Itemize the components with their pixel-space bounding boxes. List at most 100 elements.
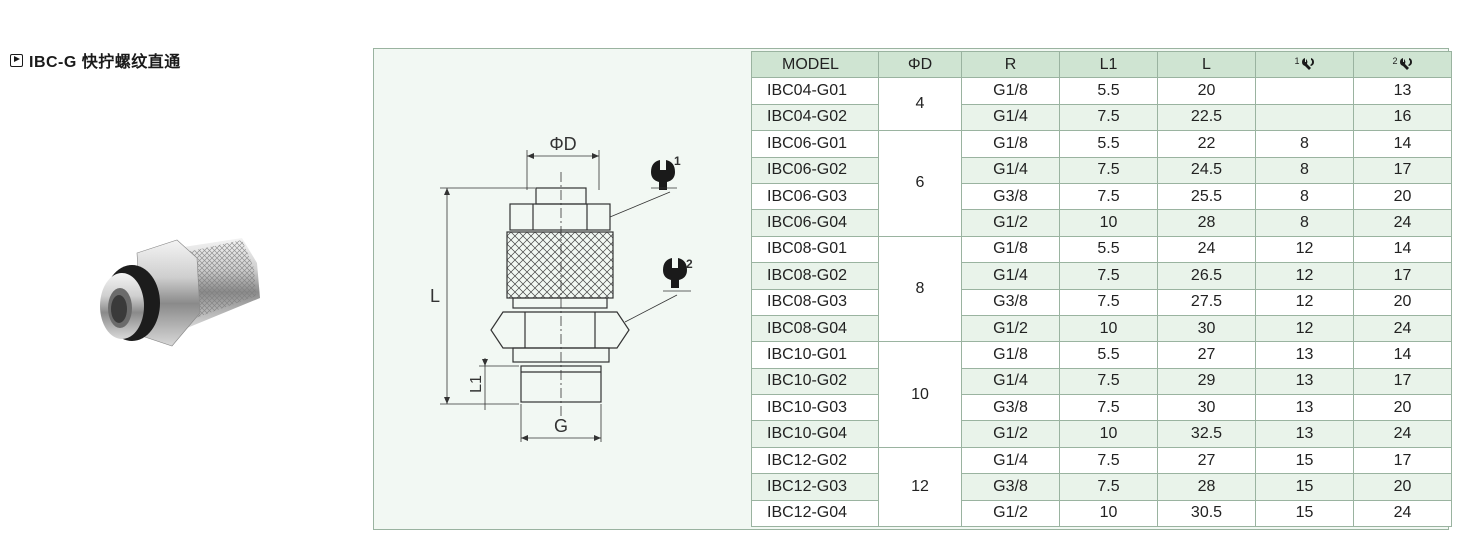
section-title-text: IBC-G 快拧螺纹直通 bbox=[29, 54, 181, 71]
cell-wrench-1: 15 bbox=[1255, 446, 1354, 475]
cell-wrench-1: 15 bbox=[1255, 499, 1354, 528]
cell-l1: 10 bbox=[1059, 314, 1158, 343]
cell-wrench-1: 8 bbox=[1255, 209, 1354, 237]
cell-wrench-1: 13 bbox=[1255, 341, 1354, 369]
cell-model: IBC06-G03 bbox=[751, 182, 879, 211]
table-header-row: MODEL ΦD R L1 L 1 2 bbox=[751, 50, 1452, 79]
cell-r: G1/8 bbox=[961, 130, 1060, 158]
cell-wrench-2: 20 bbox=[1353, 288, 1452, 316]
cell-l: 32.5 bbox=[1157, 420, 1256, 448]
header-model: MODEL bbox=[751, 50, 879, 79]
cell-wrench-2: 24 bbox=[1353, 499, 1452, 528]
cell-l: 20 bbox=[1157, 77, 1256, 105]
cell-l: 24.5 bbox=[1157, 156, 1256, 184]
cell-r: G1/8 bbox=[961, 341, 1060, 369]
cell-model: IBC04-G01 bbox=[751, 77, 879, 105]
cell-wrench-1: 12 bbox=[1255, 314, 1354, 343]
wrench-icon-1 bbox=[651, 160, 677, 190]
cell-l1: 5.5 bbox=[1059, 130, 1158, 158]
cell-r: G1/2 bbox=[961, 209, 1060, 237]
cell-l: 30 bbox=[1157, 394, 1256, 422]
cell-model: IBC12-G04 bbox=[751, 499, 879, 528]
dim-l: L bbox=[430, 286, 440, 306]
cell-phi-d: 10 bbox=[878, 341, 962, 448]
cell-l1: 7.5 bbox=[1059, 473, 1158, 501]
cell-wrench-1: 12 bbox=[1255, 235, 1354, 264]
cell-wrench-2: 17 bbox=[1353, 262, 1452, 290]
header-r: R bbox=[961, 50, 1060, 79]
dim-l1: L1 bbox=[468, 375, 485, 393]
cell-model: IBC04-G02 bbox=[751, 103, 879, 132]
cell-wrench-2: 14 bbox=[1353, 130, 1452, 158]
cell-phi-d: 8 bbox=[878, 235, 962, 343]
cell-wrench-1 bbox=[1255, 77, 1354, 105]
cell-wrench-2: 20 bbox=[1353, 473, 1452, 501]
cell-r: G1/4 bbox=[961, 262, 1060, 290]
cell-l: 26.5 bbox=[1157, 262, 1256, 290]
cell-model: IBC08-G02 bbox=[751, 262, 879, 290]
cell-phi-d: 6 bbox=[878, 130, 962, 237]
cell-l1: 7.5 bbox=[1059, 288, 1158, 316]
cell-model: IBC08-G01 bbox=[751, 235, 879, 264]
cell-phi-d: 12 bbox=[878, 446, 962, 528]
cell-wrench-2: 17 bbox=[1353, 446, 1452, 475]
cell-l: 24 bbox=[1157, 235, 1256, 264]
cell-wrench-2: 17 bbox=[1353, 156, 1452, 184]
cell-l1: 7.5 bbox=[1059, 367, 1158, 396]
cell-wrench-1: 8 bbox=[1255, 182, 1354, 211]
cell-l1: 10 bbox=[1059, 499, 1158, 528]
cell-r: G1/4 bbox=[961, 103, 1060, 132]
cell-l: 29 bbox=[1157, 367, 1256, 396]
cell-r: G1/4 bbox=[961, 367, 1060, 396]
cell-r: G3/8 bbox=[961, 182, 1060, 211]
technical-drawing: ΦD L L1 G 1 2 bbox=[430, 134, 693, 442]
cell-l1: 10 bbox=[1059, 420, 1158, 448]
cell-wrench-1 bbox=[1255, 103, 1354, 132]
wrench-icon bbox=[1301, 58, 1314, 71]
cell-model: IBC08-G04 bbox=[751, 314, 879, 343]
cell-model: IBC12-G03 bbox=[751, 473, 879, 501]
cell-l1: 7.5 bbox=[1059, 182, 1158, 211]
cell-model: IBC12-G02 bbox=[751, 446, 879, 475]
cell-l1: 7.5 bbox=[1059, 394, 1158, 422]
cell-l1: 7.5 bbox=[1059, 103, 1158, 132]
cell-wrench-1: 8 bbox=[1255, 156, 1354, 184]
cell-l1: 7.5 bbox=[1059, 156, 1158, 184]
wrench-label-1: 1 bbox=[674, 154, 681, 168]
cell-l: 27 bbox=[1157, 341, 1256, 369]
cell-wrench-1: 12 bbox=[1255, 288, 1354, 316]
header-wrench-1-sup: 1 bbox=[1294, 55, 1300, 66]
cell-r: G1/2 bbox=[961, 420, 1060, 448]
cell-wrench-1: 13 bbox=[1255, 394, 1354, 422]
cell-model: IBC10-G02 bbox=[751, 367, 879, 396]
play-icon bbox=[10, 53, 23, 67]
cell-l: 27.5 bbox=[1157, 288, 1256, 316]
cell-model: IBC06-G04 bbox=[751, 209, 879, 237]
cell-r: G1/8 bbox=[961, 235, 1060, 264]
cell-r: G1/4 bbox=[961, 156, 1060, 184]
cell-wrench-2: 13 bbox=[1353, 77, 1452, 105]
cell-wrench-1: 13 bbox=[1255, 420, 1354, 448]
cell-l1: 7.5 bbox=[1059, 446, 1158, 475]
cell-r: G1/4 bbox=[961, 446, 1060, 475]
cell-model: IBC06-G01 bbox=[751, 130, 879, 158]
cell-l: 22 bbox=[1157, 130, 1256, 158]
cell-l: 22.5 bbox=[1157, 103, 1256, 132]
cell-l: 30.5 bbox=[1157, 499, 1256, 528]
dim-phi-d: ΦD bbox=[549, 134, 576, 154]
cell-wrench-2: 14 bbox=[1353, 235, 1452, 264]
header-wrench-2-sup: 2 bbox=[1392, 55, 1398, 66]
cell-wrench-2: 20 bbox=[1353, 182, 1452, 211]
